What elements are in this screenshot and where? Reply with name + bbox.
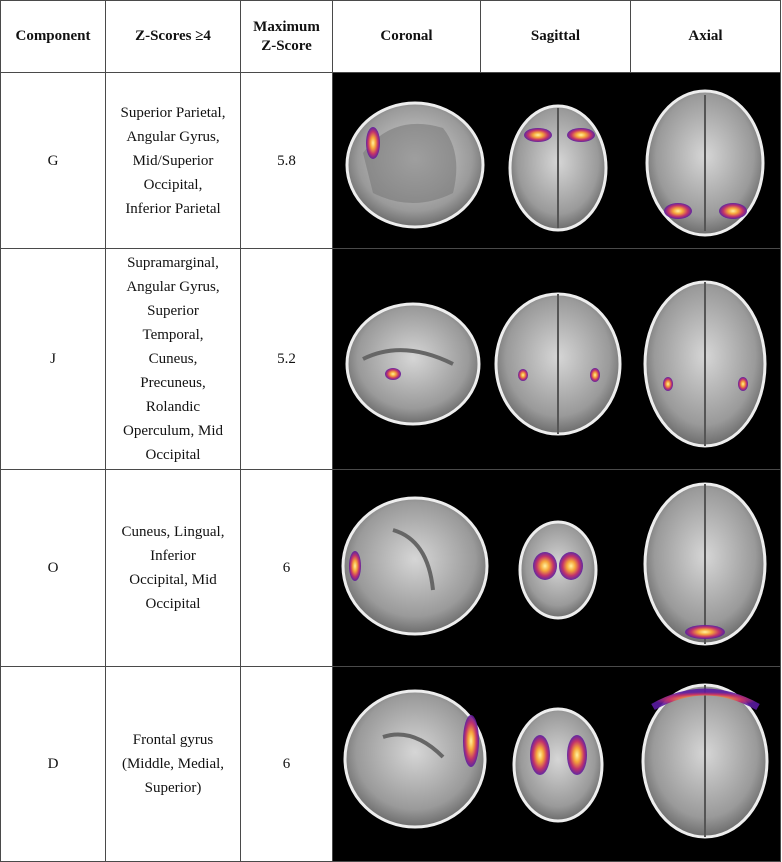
- region-line: Inferior: [150, 548, 196, 564]
- coronal-slice-image: [341, 496, 489, 636]
- brain-images-cell: [332, 72, 781, 249]
- regions-cell: Cuneus, Lingual, Inferior Occipital, Mid…: [105, 469, 241, 667]
- region-line: Occipital: [145, 447, 201, 463]
- axial-slice-image: [645, 89, 765, 237]
- coronal-slice-image: [343, 689, 487, 829]
- header-zscores: Z-Scores ≥4: [105, 0, 241, 73]
- axial-slice-image: [643, 482, 767, 646]
- region-line: Rolandic: [145, 399, 201, 415]
- sagittal-slice-image: [494, 292, 622, 436]
- component-cell: J: [0, 248, 106, 470]
- header-axial: Axial: [630, 0, 781, 73]
- table-row: G Superior Parietal, Angular Gyrus, Mid/…: [0, 72, 781, 249]
- brain-images-cell: [332, 469, 781, 667]
- coronal-slice-image: [345, 302, 481, 426]
- axial-slice-image: [641, 683, 769, 839]
- region-line: Superior Parietal,: [120, 104, 226, 121]
- region-line: Occipital, Mid: [129, 572, 217, 588]
- region-line: Cuneus,: [148, 351, 198, 367]
- component-cell: D: [0, 666, 106, 862]
- region-line: Cuneus, Lingual,: [121, 524, 225, 540]
- brain-images-cell: [332, 666, 781, 862]
- header-component: Component: [0, 0, 106, 73]
- region-line: Angular Gyrus,: [126, 279, 220, 295]
- max-zscore-cell: 6: [240, 666, 333, 862]
- region-line: Mid/Superior: [132, 152, 214, 169]
- component-cell: O: [0, 469, 106, 667]
- axial-slice-image: [643, 280, 767, 448]
- coronal-slice-image: [345, 101, 485, 229]
- table-row: J Supramarginal, Angular Gyrus, Superior…: [0, 248, 781, 470]
- table-row: O Cuneus, Lingual, Inferior Occipital, M…: [0, 469, 781, 667]
- header-row: Component Z-Scores ≥4 Maximum Z-Score Co…: [0, 0, 781, 73]
- header-sagittal: Sagittal: [480, 0, 631, 73]
- brain-slices-d: [343, 683, 769, 839]
- region-line: Superior: [147, 303, 199, 319]
- regions-cell: Frontal gyrus (Middle, Medial, Superior): [105, 666, 241, 862]
- brain-slices-g: [345, 89, 765, 237]
- region-line: Supramarginal,: [127, 255, 219, 271]
- component-cell: G: [0, 72, 106, 249]
- header-max-zscore: Maximum Z-Score: [240, 0, 333, 73]
- max-zscore-cell: 5.2: [240, 248, 333, 470]
- region-line: Precuneus,: [140, 375, 206, 391]
- header-coronal: Coronal: [332, 0, 481, 73]
- sagittal-slice-image: [512, 707, 604, 823]
- region-line: (Middle, Medial,: [121, 756, 225, 772]
- brain-images-cell: [332, 248, 781, 470]
- regions-cell: Superior Parietal, Angular Gyrus, Mid/Su…: [105, 72, 241, 249]
- region-line: Temporal,: [142, 327, 204, 343]
- region-line: Operculum, Mid: [123, 423, 223, 439]
- region-line: Occipital: [145, 596, 201, 612]
- header-max-zscore-line1: Maximum: [253, 18, 320, 35]
- sagittal-slice-image: [518, 520, 598, 620]
- table-row: D Frontal gyrus (Middle, Medial, Superio…: [0, 666, 781, 862]
- brain-slices-o: [341, 482, 767, 646]
- sagittal-slice-image: [508, 104, 608, 232]
- header-max-zscore-line2: Z-Score: [261, 37, 312, 54]
- max-zscore-cell: 5.8: [240, 72, 333, 249]
- region-line: Angular Gyrus,: [126, 128, 220, 145]
- region-line: Inferior Parietal: [125, 200, 221, 217]
- brain-slices-j: [345, 280, 767, 448]
- regions-cell: Supramarginal, Angular Gyrus, Superior T…: [105, 248, 241, 470]
- region-line: Superior): [144, 780, 202, 796]
- region-line: Frontal gyrus: [132, 732, 214, 748]
- region-line: Occipital,: [143, 176, 203, 193]
- max-zscore-cell: 6: [240, 469, 333, 667]
